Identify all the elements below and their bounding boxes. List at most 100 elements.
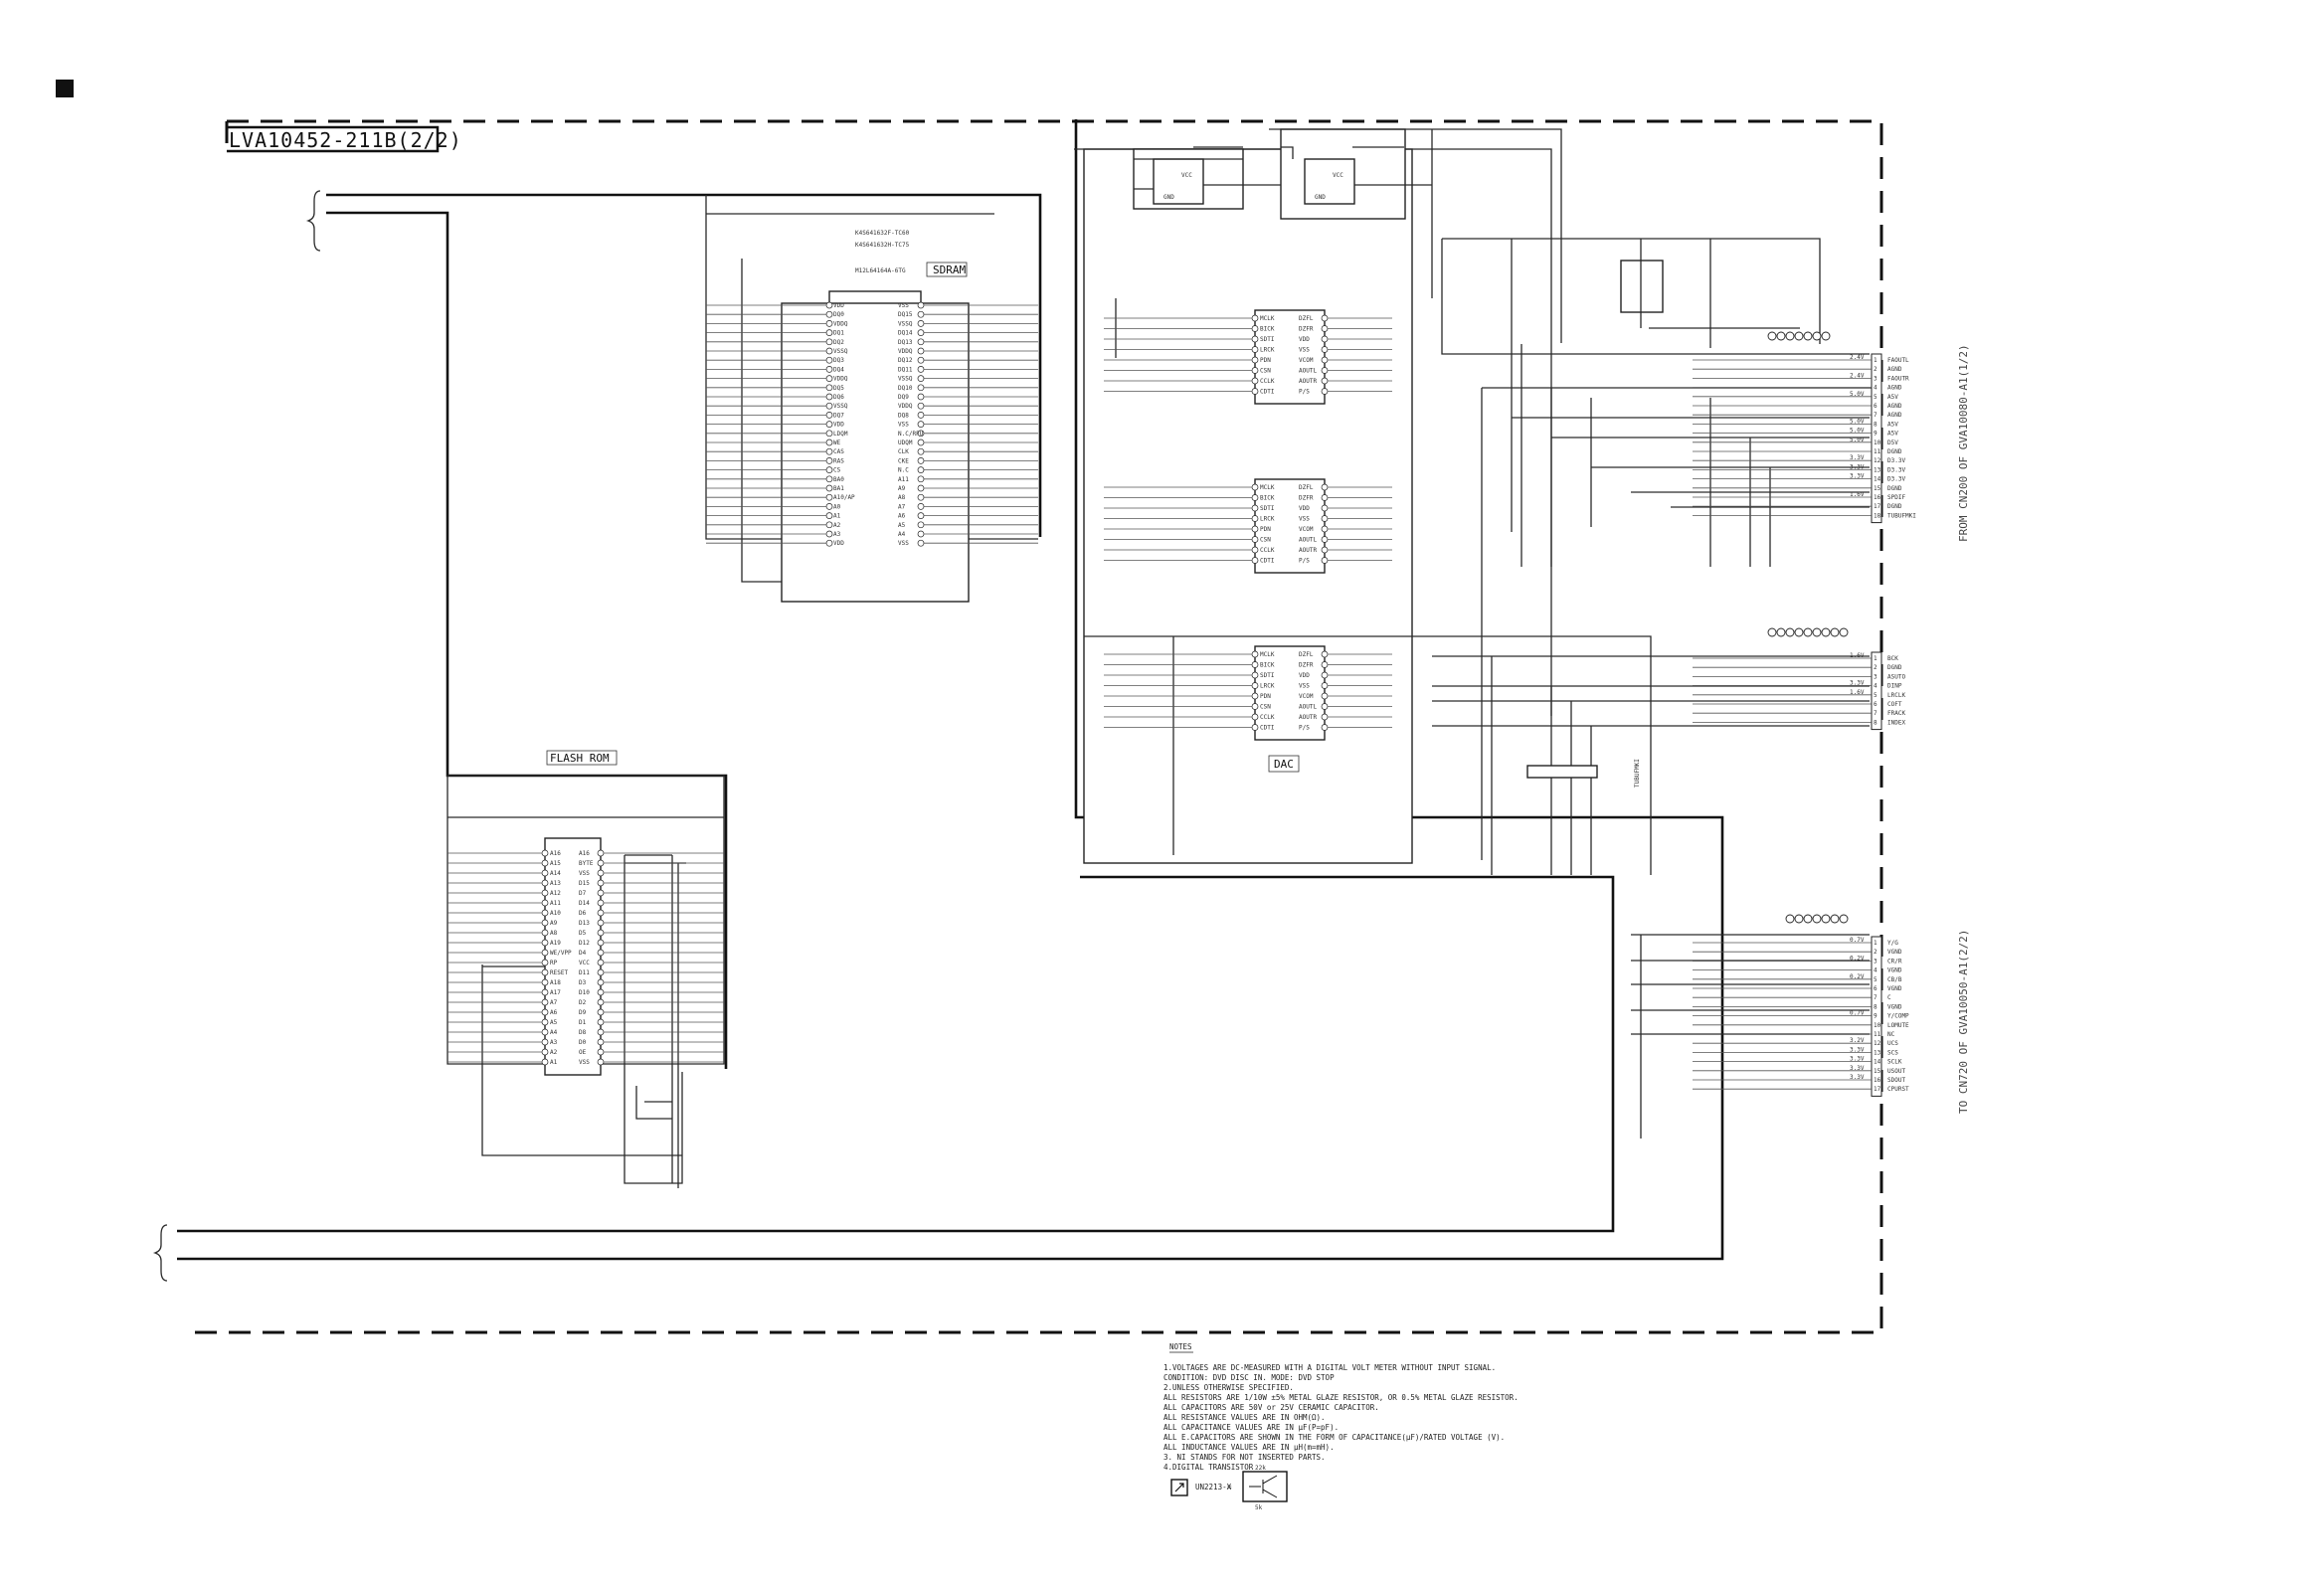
regulator-ic: [1620, 260, 1664, 313]
sdram-pin: [825, 457, 833, 464]
flash-chip: [544, 837, 602, 1076]
dac-pin: [1321, 661, 1329, 668]
sdram-pin-label: DQ11: [898, 366, 913, 373]
sdram-pin-label: LDQM: [833, 431, 848, 438]
gate-ic-1: [1153, 158, 1204, 205]
flash-pin-label: D0: [579, 1039, 587, 1046]
flash-pin: [541, 1038, 549, 1046]
connector-signal: UCS: [1887, 1040, 1898, 1047]
flash-pin: [541, 849, 549, 857]
flash-pin-label: VSS: [579, 870, 590, 877]
dac-pin-label: CSN: [1260, 704, 1271, 711]
dac-pin-label: CDTI: [1260, 389, 1275, 396]
sdram-pin-label: N.C: [898, 467, 909, 474]
sdram-pin: [917, 521, 925, 529]
svg-text:1: 1: [1874, 940, 1877, 947]
sdram-pin: [825, 466, 833, 473]
flash-pin-label: A1: [550, 1059, 558, 1066]
dac-pin: [1321, 377, 1329, 385]
sdram-pin-label: A11: [898, 476, 909, 483]
sdram-pin-label: VSS: [898, 540, 909, 547]
connector-voltage: 5.0V: [1850, 391, 1865, 398]
dac-chip-1: [1254, 309, 1326, 405]
notes-block: NOTES 1.VOLTAGES ARE DC-MEASURED WITH A …: [1163, 1342, 1519, 1511]
sdram-pin-label: DQ8: [898, 412, 909, 419]
flash-pin-label: A14: [550, 870, 561, 877]
dac-pin-label: SDTI: [1260, 336, 1275, 343]
dac-pin: [1251, 703, 1259, 710]
svg-text:K4S641632F-TC60: K4S641632F-TC60: [855, 230, 910, 237]
flash-pin-label: A16: [550, 850, 561, 857]
dac-pin: [1251, 314, 1259, 322]
connector-voltage: 2.4V: [1850, 372, 1865, 379]
connector-signal: CB/B: [1887, 976, 1902, 983]
test-point: [1776, 331, 1786, 341]
sdram-pin: [917, 466, 925, 473]
dac-pin: [1321, 546, 1329, 554]
sdram-pin-label: CLK: [898, 448, 909, 455]
flash-pin: [597, 879, 605, 887]
sdram-pin: [917, 338, 925, 346]
flash-pin-label: D7: [579, 890, 587, 897]
dac-pin-label: CCLK: [1260, 547, 1275, 554]
svg-text:17: 17: [1874, 1086, 1881, 1093]
flash-pin-label: WE/VPP: [550, 950, 572, 957]
sdram-pin: [825, 503, 833, 510]
sdram-pin-label: DQ3: [833, 357, 844, 364]
svg-text:16: 16: [1874, 494, 1881, 501]
sdram-pin-label: VDDQ: [833, 320, 848, 327]
note-line: ALL E.CAPACITORS ARE SHOWN IN THE FORM O…: [1163, 1433, 1505, 1442]
dac-pin: [1251, 325, 1259, 332]
svg-text:3: 3: [1874, 375, 1877, 382]
dac-pin-label: VDD: [1299, 505, 1310, 512]
connector-signal: DGND: [1887, 664, 1902, 671]
flash-pin-label: D8: [579, 1029, 587, 1036]
connector-signal: COFT: [1887, 701, 1902, 708]
sdram-pin-label: DQ10: [898, 385, 913, 392]
sdram-pin-label: A3: [833, 531, 841, 538]
flash-pin-label: D1: [579, 1019, 587, 1026]
svg-text:9: 9: [1874, 1013, 1877, 1020]
connector-voltage: 1.6V: [1850, 689, 1865, 696]
dac-pin: [1321, 713, 1329, 721]
dac-pin: [1251, 346, 1259, 353]
connector-signal: CR/R: [1887, 958, 1902, 965]
flash-pin: [541, 1048, 549, 1056]
flash-pin: [541, 1028, 549, 1036]
dac-pin: [1321, 335, 1329, 343]
dac-pin: [1321, 650, 1329, 658]
sdram-pin-label: A6: [898, 513, 906, 520]
test-point: [1803, 627, 1813, 637]
sdram-pin-label: DQ2: [833, 339, 844, 346]
sdram-pin: [917, 493, 925, 501]
sdram-pin-label: DQ0: [833, 311, 844, 318]
sdram-pin-label: WE: [833, 439, 841, 446]
svg-text:7: 7: [1874, 412, 1877, 419]
flash-label-box: [546, 750, 618, 766]
note-line: CONDITION: DVD DISC IN. MODE: DVD STOP: [1163, 1373, 1335, 1382]
svg-text:2: 2: [1874, 949, 1877, 956]
dac-pin-label: AOUTR: [1299, 714, 1317, 721]
flash-pin-label: D9: [579, 1009, 587, 1016]
note-line: ALL CAPACITORS ARE 50V or 25V CERAMIC CA…: [1163, 1403, 1379, 1412]
dac-pin-label: CDTI: [1260, 558, 1275, 565]
sdram-pin: [825, 421, 833, 428]
svg-text:4: 4: [1874, 967, 1877, 974]
svg-text:4: 4: [1874, 683, 1877, 690]
flash-pin: [541, 968, 549, 976]
corner-marker: [56, 80, 74, 97]
sdram-pin-label: DQ5: [833, 385, 844, 392]
dac-pin: [1321, 325, 1329, 332]
sdram-label: SDRAM: [933, 263, 966, 276]
dac-pin: [1251, 682, 1259, 689]
dac-pin: [1321, 388, 1329, 395]
flash-pin-label: A7: [550, 999, 558, 1006]
dac-pin-label: MCLK: [1260, 315, 1275, 322]
dac-pin-label: BICK: [1260, 326, 1275, 333]
flash-pin-label: OE: [579, 1049, 587, 1056]
dac-pin: [1251, 724, 1259, 731]
dac-pin-label: MCLK: [1260, 651, 1275, 658]
connector-signal: INDEX: [1887, 719, 1905, 726]
